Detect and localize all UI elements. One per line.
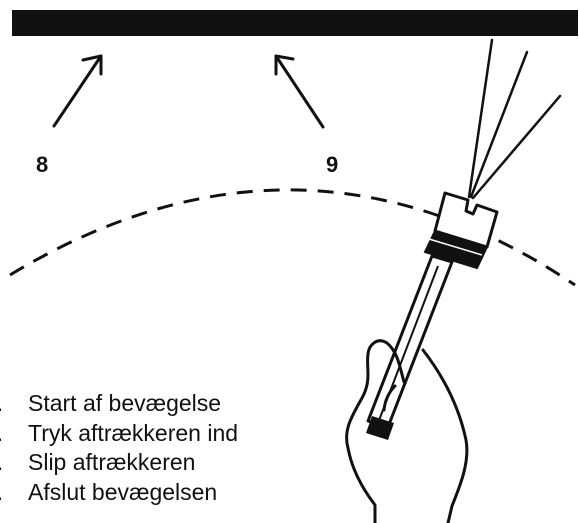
spray-gun-nozzle xyxy=(423,191,499,270)
step-label: Slip aftrækkeren xyxy=(28,449,196,475)
step-item: 1.Start af bevægelse xyxy=(0,389,238,419)
step-item: 4.Afslut bevægelsen xyxy=(0,478,238,508)
arrow-8 xyxy=(52,54,103,128)
spray-fan xyxy=(467,38,562,200)
step-label: Tryk aftrækkeren ind xyxy=(28,419,239,446)
step-item: 2.Tryk aftrækkeren ind xyxy=(0,419,238,449)
step-number: 4. xyxy=(0,478,28,508)
step-label: Afslut bevægelsen xyxy=(28,478,218,505)
step-label: Start af bevægelse xyxy=(28,390,222,416)
step-number: 2. xyxy=(0,419,28,449)
steps-list: 1.Start af bevægelse 2.Tryk aftrækkeren … xyxy=(0,389,238,507)
arrow-9 xyxy=(274,54,325,129)
step-item: 3.Slip aftrækkeren xyxy=(0,448,238,478)
callout-9: 9 xyxy=(326,152,339,177)
surface-bar xyxy=(12,10,578,36)
spray-gun-end-cap xyxy=(366,416,394,440)
hand-outline xyxy=(345,339,469,523)
gun-path-arc xyxy=(9,188,576,287)
step-number: 1. xyxy=(0,389,28,419)
callout-8: 8 xyxy=(36,152,49,177)
step-number: 3. xyxy=(0,448,28,478)
